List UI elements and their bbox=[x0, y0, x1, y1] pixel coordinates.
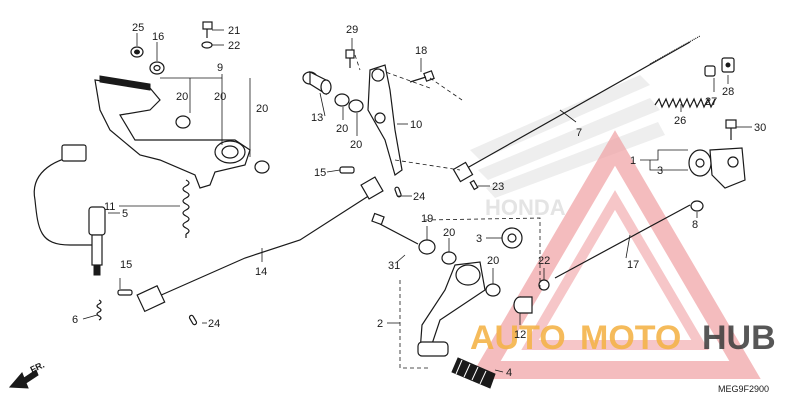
peg-rubber-4 bbox=[451, 357, 496, 389]
part-number: 14 bbox=[255, 266, 267, 278]
washer-8 bbox=[690, 200, 704, 212]
spring-6 bbox=[96, 299, 102, 321]
part-number: 29 bbox=[346, 24, 358, 36]
part-number: 6 bbox=[72, 314, 78, 326]
part-number: 20 bbox=[214, 91, 226, 103]
bolt-21 bbox=[202, 21, 213, 38]
joint-27 bbox=[704, 65, 716, 77]
part-number: 25 bbox=[132, 22, 144, 34]
part-number: 22 bbox=[538, 255, 550, 267]
part-number: 28 bbox=[722, 86, 734, 98]
joint-1 bbox=[688, 147, 746, 189]
part-number: 9 bbox=[217, 62, 223, 74]
washer-20-d bbox=[348, 99, 364, 113]
brake-arm-10 bbox=[367, 64, 403, 176]
nut-22-top bbox=[201, 41, 213, 49]
part-number: 22 bbox=[228, 40, 240, 52]
part-number: 26 bbox=[674, 115, 686, 127]
pin-23 bbox=[469, 179, 479, 191]
part-number: 21 bbox=[228, 25, 240, 37]
honda-logo-text: HONDA bbox=[485, 195, 566, 220]
part-number: 8 bbox=[692, 219, 698, 231]
washer-20-a bbox=[175, 115, 191, 129]
part-number: 1 bbox=[630, 155, 636, 167]
part-number: 18 bbox=[415, 45, 427, 57]
pin-15-upper bbox=[339, 166, 355, 174]
pin-24-upper bbox=[394, 186, 402, 198]
front-direction-arrow-icon bbox=[8, 369, 39, 389]
part-number: 24 bbox=[208, 318, 220, 330]
washer-20-b bbox=[254, 160, 270, 174]
part-number: 3 bbox=[657, 165, 663, 177]
watermark-brand: AUTO MOTO HUB bbox=[470, 319, 776, 357]
part-number: 4 bbox=[506, 367, 512, 379]
shift-pedal-2 bbox=[417, 261, 486, 357]
washer-20-f bbox=[485, 283, 501, 297]
leader-lines bbox=[82, 29, 752, 373]
part-number: 11 bbox=[104, 201, 115, 213]
bushing-3 bbox=[501, 227, 523, 249]
part-number: 20 bbox=[256, 103, 268, 115]
part-number: 20 bbox=[487, 255, 499, 267]
part-number-labels: 25 16 21 22 9 20 20 20 11 5 15 6 24 14 2… bbox=[72, 22, 766, 379]
part-number: 2 bbox=[377, 318, 383, 330]
part-number: 15 bbox=[314, 167, 326, 179]
part-number: 17 bbox=[627, 259, 639, 271]
part-number: 19 bbox=[421, 213, 433, 225]
pivot-pin-13 bbox=[302, 71, 332, 96]
washer-25-hole bbox=[134, 49, 140, 55]
rod-17 bbox=[554, 204, 691, 279]
brake-switch-5 bbox=[33, 144, 106, 276]
part-number: 30 bbox=[754, 122, 766, 134]
bolt-29 bbox=[345, 49, 355, 68]
part-number: 20 bbox=[176, 91, 188, 103]
part-number: 10 bbox=[410, 119, 422, 131]
part-number: 27 bbox=[705, 96, 717, 108]
washer-20-e bbox=[441, 251, 457, 265]
nut-28 bbox=[721, 57, 735, 73]
washer-16-hole bbox=[153, 64, 161, 72]
pin-15-lower bbox=[117, 289, 133, 296]
pin-24-lower bbox=[188, 314, 198, 326]
bolt-18 bbox=[409, 70, 435, 83]
washer-19 bbox=[418, 239, 436, 255]
rod-7 bbox=[452, 35, 701, 183]
washer-20-c bbox=[334, 93, 350, 107]
part-number: 13 bbox=[311, 112, 323, 124]
part-number: 24 bbox=[413, 191, 425, 203]
watermark-hub: HUB bbox=[702, 319, 776, 357]
part-number: 20 bbox=[350, 139, 362, 151]
brake-rod-14 bbox=[136, 176, 384, 313]
watermark-auto: AUTO bbox=[470, 319, 566, 357]
bushing-12 bbox=[513, 296, 533, 314]
bolt-30 bbox=[725, 119, 737, 140]
spring-26 bbox=[654, 97, 716, 109]
watermark-triangle bbox=[469, 130, 761, 379]
part-number: 3 bbox=[476, 233, 482, 245]
direction-label: FR. bbox=[29, 360, 46, 375]
assembly-guides bbox=[354, 54, 541, 369]
part-number: 7 bbox=[576, 127, 582, 139]
drawing-code: MEG9F2900 bbox=[718, 384, 769, 394]
part-number: 20 bbox=[443, 227, 455, 239]
brake-pedal bbox=[94, 75, 251, 189]
watermark-moto: MOTO bbox=[580, 319, 681, 357]
part-number: 23 bbox=[492, 181, 504, 193]
part-number: 31 bbox=[388, 260, 400, 272]
part-number: 12 bbox=[514, 329, 526, 341]
part-number: 15 bbox=[120, 259, 132, 271]
nut-22-lower bbox=[538, 279, 550, 291]
part-number: 16 bbox=[152, 31, 164, 43]
part-number: 20 bbox=[336, 123, 348, 135]
bolt-31 bbox=[371, 212, 419, 245]
spring-11 bbox=[182, 179, 190, 238]
part-number: 5 bbox=[122, 208, 128, 220]
